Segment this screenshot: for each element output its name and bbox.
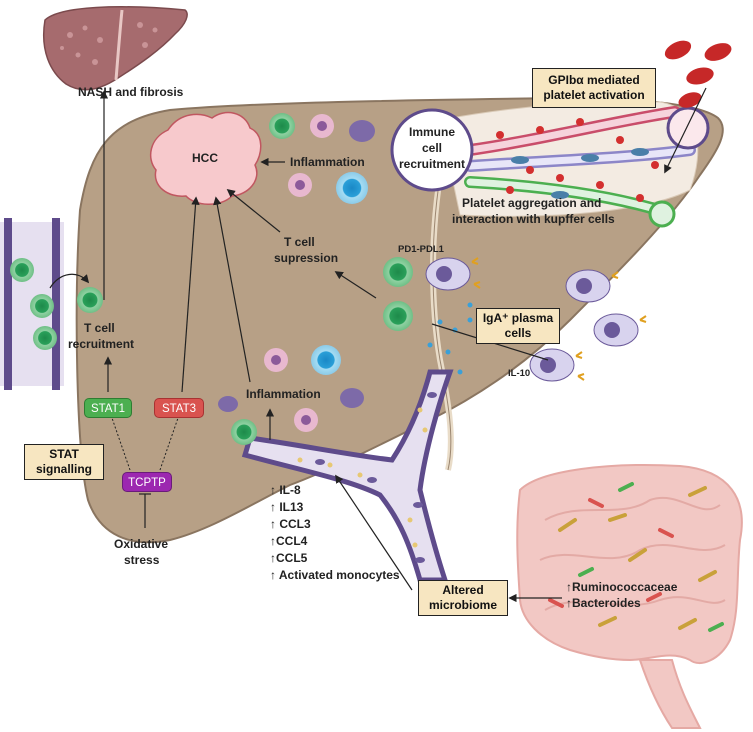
cytokine-item: ↑ Activated monocytes bbox=[270, 568, 400, 582]
hcc-label: HCC bbox=[192, 151, 218, 165]
plasma-cells bbox=[425, 257, 647, 382]
stat-signalling-line-2: signalling bbox=[35, 462, 92, 476]
red-blood-cells bbox=[664, 40, 732, 108]
t-cell-vessel bbox=[10, 258, 34, 282]
stat3-pill: STAT3 bbox=[154, 398, 204, 418]
iga-line-1: IgA⁺ plasma bbox=[482, 311, 554, 325]
iga-line-2: cells bbox=[504, 326, 532, 340]
cytokine-list: ↑ IL-8 ↑ IL13 ↑ CCL3 ↑CCL4 ↑CCL5 ↑ Activ… bbox=[270, 483, 400, 582]
ruminococcaceae-label: ↑Ruminococcaceae bbox=[566, 580, 678, 594]
monocyte bbox=[340, 388, 364, 408]
recruitment-label-1: T cell bbox=[84, 321, 115, 335]
gpib-box: GPIbα mediated platelet activation bbox=[532, 68, 656, 108]
platelet-label-2: interaction with kupffer cells bbox=[452, 212, 615, 226]
tcptp-stat1-link bbox=[111, 417, 131, 471]
suppression-label-2: supression bbox=[274, 251, 338, 265]
altered-microbiome-box: Altered microbiome bbox=[418, 580, 508, 616]
immune-label-3: recruitment bbox=[399, 157, 465, 171]
iga-box: IgA⁺ plasma cells bbox=[476, 308, 560, 344]
t-cell bbox=[269, 113, 295, 139]
monocyte bbox=[349, 120, 375, 142]
t-cell-vessel bbox=[33, 326, 57, 350]
nash-label: NASH and fibrosis bbox=[78, 85, 184, 99]
arrow-to-suppression bbox=[334, 271, 377, 299]
vessel-end-circle bbox=[666, 106, 710, 150]
cytokine-item: ↑ IL13 bbox=[270, 500, 304, 514]
t-cell-vessel bbox=[30, 294, 54, 318]
rbc-arrow bbox=[664, 87, 707, 174]
stat-signalling-box: STAT signalling bbox=[24, 444, 104, 480]
t-cell bbox=[231, 419, 257, 445]
stat1-pill: STAT1 bbox=[84, 398, 132, 418]
neutrophil-nucleus bbox=[295, 180, 305, 190]
monocyte bbox=[218, 396, 238, 412]
il10-label: IL-10 bbox=[508, 368, 530, 379]
platelet-label-1: Platelet aggregation and bbox=[462, 196, 601, 210]
arrow-suppression-hcc bbox=[226, 188, 281, 233]
cytokine-item: ↑CCL4 bbox=[270, 534, 308, 548]
t-cell-recruited bbox=[77, 287, 103, 313]
portal-vein bbox=[241, 369, 454, 583]
inflammation-top-label: Inflammation bbox=[290, 155, 365, 169]
tcptp-stat3-link bbox=[159, 417, 179, 471]
arrow-inflammation-hcc bbox=[213, 196, 251, 383]
stat-signalling-line-1: STAT bbox=[49, 447, 79, 461]
neutrophil-nucleus bbox=[271, 355, 281, 365]
gpib-line-2: platelet activation bbox=[543, 88, 645, 102]
cytokine-item: ↑CCL5 bbox=[270, 551, 308, 565]
bacteroides-label: ↑Bacteroides bbox=[566, 596, 641, 610]
hcc-tumor bbox=[149, 111, 262, 205]
b-cell bbox=[336, 172, 368, 204]
neutrophil-nucleus bbox=[317, 121, 327, 131]
gut-illustration bbox=[516, 464, 743, 729]
microbiome-arrow bbox=[335, 474, 413, 591]
suppression-label-1: T cell bbox=[284, 235, 315, 249]
pd1-label: PD1-PDL1 bbox=[398, 244, 445, 255]
inflammation-mid-label: Inflammation bbox=[246, 387, 321, 401]
t-cell bbox=[383, 301, 413, 331]
altered-line-1: Altered bbox=[442, 583, 484, 597]
sinusoid-region bbox=[439, 101, 699, 218]
altered-line-2: microbiome bbox=[428, 598, 497, 612]
immune-label-2: cell bbox=[422, 141, 442, 155]
stat3-arrow bbox=[181, 196, 200, 393]
oxidative-label-2: stress bbox=[124, 553, 160, 567]
gpib-line-1: GPIbα mediated bbox=[548, 73, 640, 87]
immune-label-1: Immune bbox=[409, 125, 455, 139]
recruit-arrow bbox=[49, 273, 90, 289]
t-cell-pd1 bbox=[383, 257, 413, 287]
cytokine-item: ↑ CCL3 bbox=[270, 517, 311, 531]
recruitment-label-2: recruitment bbox=[68, 337, 134, 351]
b-cell bbox=[311, 345, 341, 375]
nash-liver-illustration bbox=[43, 6, 188, 91]
neutrophil-nucleus bbox=[301, 415, 311, 425]
cytokine-item: ↑ IL-8 bbox=[270, 483, 301, 497]
immune-recruitment-circle bbox=[390, 108, 474, 192]
vessel-end-circle-green bbox=[648, 200, 676, 228]
oxidative-label-1: Oxidative bbox=[114, 537, 168, 551]
tcptp-pill: TCPTP bbox=[122, 472, 172, 492]
